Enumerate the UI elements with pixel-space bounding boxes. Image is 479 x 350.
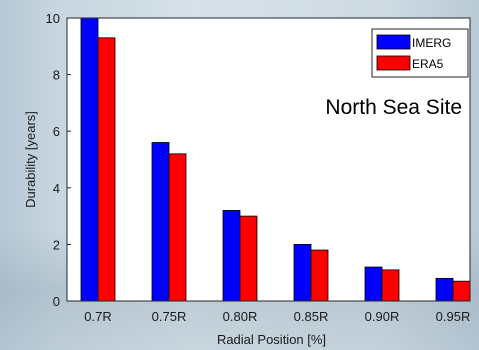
x-tick-label: 0.85R (294, 309, 329, 324)
legend-label-imerg: IMERG (412, 36, 451, 50)
y-tick-label: 0 (53, 294, 60, 309)
x-tick-label: 0.90R (365, 309, 400, 324)
site-annotation: North Sea Site (325, 96, 462, 119)
x-ticks-group: 0.7R 0.75R 0.80R 0.85R 0.90R 0.95R (84, 297, 470, 324)
legend-swatch-era5 (376, 55, 411, 71)
y-tick-label: 4 (53, 181, 60, 196)
bar-era5-0.75r (168, 153, 187, 302)
y-axis-label: Durability [years] (23, 111, 38, 208)
x-axis-label: Radial Position [%] (217, 332, 326, 347)
bar-imerg-0.80r (222, 210, 241, 302)
y-tick-label: 6 (53, 124, 60, 139)
bar-era5-0.80r (239, 215, 258, 302)
bar-era5-0.90r (381, 269, 400, 302)
bar-imerg-0.95r (435, 277, 454, 302)
bar-era5-0.7r (97, 37, 116, 302)
bar-era5-0.95r (452, 280, 471, 302)
plot-frame (66, 17, 471, 302)
y-ticks-group: 0 2 4 6 8 10 (46, 11, 71, 309)
x-tick-label: 0.75R (152, 309, 187, 324)
x-tick-label: 0.80R (223, 309, 258, 324)
legend: IMERG ERA5 (371, 28, 469, 78)
bar-imerg-0.75r (151, 142, 170, 302)
x-tick-label: 0.7R (84, 309, 111, 324)
y-tick-label: 8 (53, 68, 60, 83)
legend-swatch-imerg (376, 34, 411, 50)
bar-imerg-0.90r (364, 266, 383, 302)
bars-group (80, 17, 471, 302)
x-tick-label: 0.95R (436, 309, 471, 324)
y-tick-label: 2 (53, 237, 60, 252)
bar-era5-0.85r (310, 249, 329, 302)
legend-label-era5: ERA5 (412, 57, 444, 71)
y-tick-label: 10 (46, 11, 60, 26)
bar-imerg-0.7r (80, 17, 99, 302)
bar-imerg-0.85r (293, 243, 312, 302)
